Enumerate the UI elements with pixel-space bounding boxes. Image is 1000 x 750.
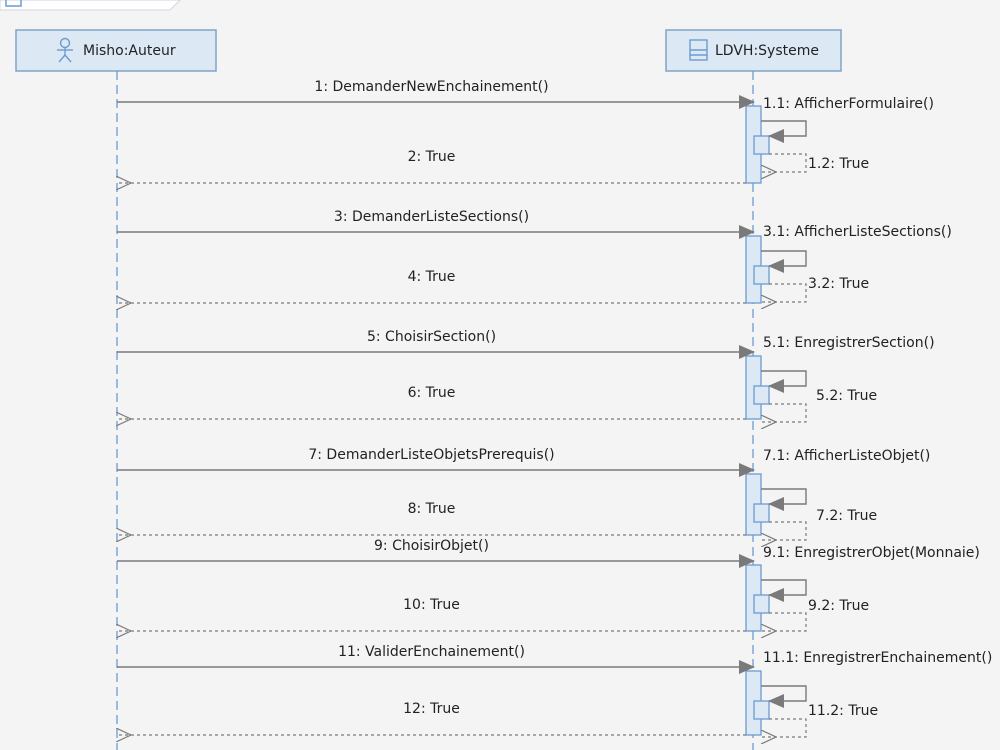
return-message-label: 8: True <box>408 501 456 517</box>
self-return-arrow[interactable] <box>762 403 807 422</box>
self-call-arrow[interactable] <box>761 120 807 143</box>
self-return-arrow[interactable] <box>762 521 807 540</box>
nested-activation-bar <box>753 594 770 614</box>
nested-activation-bar <box>753 503 770 523</box>
nested-activation-bar <box>753 385 770 405</box>
self-return-label: 5.2: True <box>816 388 877 404</box>
self-return-arrow[interactable] <box>762 612 807 631</box>
self-return-label: 9.2: True <box>808 598 869 614</box>
frame-tab <box>0 0 181 11</box>
return-message-label: 2: True <box>408 149 456 165</box>
lifeline-system[interactable]: LDVH:Systeme <box>665 29 842 72</box>
self-return-arrow[interactable] <box>762 283 807 302</box>
interaction-1: 1: DemanderNewEnchainement() 1.1: Affiche… <box>117 79 934 183</box>
self-call-label: 7.1: AfficherListeObjet() <box>763 448 930 464</box>
self-call-arrow[interactable] <box>761 579 807 602</box>
interaction-3: 5: ChoisirSection() 5.1: EnregistrerSecti… <box>117 329 935 422</box>
self-call-label: 9.1: EnregistrerObjet(Monnaie) <box>763 545 980 561</box>
interactions: 1: DemanderNewEnchainement() 1.1: Affiche… <box>117 79 992 737</box>
self-return-label: 1.2: True <box>808 156 869 172</box>
system-icon <box>689 39 708 61</box>
call-message-label: 5: ChoisirSection() <box>367 329 496 345</box>
self-call-arrow[interactable] <box>761 685 807 708</box>
interaction-6: 11: ValiderEnchainement() 11.1: Enregistr… <box>117 644 992 737</box>
interaction-4: 7: DemanderListeObjetsPrerequis() 7.1: Af… <box>117 447 930 540</box>
return-message-label: 12: True <box>403 701 460 717</box>
self-return-label: 3.2: True <box>808 276 869 292</box>
self-call-arrow[interactable] <box>761 250 807 273</box>
lifeline-actor-label: Misho:Auteur <box>83 43 176 59</box>
self-call-label: 5.1: EnregistrerSection() <box>763 335 935 351</box>
call-message-label: 3: DemanderListeSections() <box>334 209 529 225</box>
nested-activation-bar <box>753 265 770 285</box>
self-call-arrow[interactable] <box>761 488 807 511</box>
self-return-arrow[interactable] <box>762 718 807 737</box>
self-call-label: 3.1: AfficherListeSections() <box>763 224 952 240</box>
self-return-arrow[interactable] <box>762 153 807 172</box>
self-call-label: 1.1: AfficherFormulaire() <box>763 96 934 112</box>
lifeline-actor[interactable]: Misho:Auteur <box>15 29 217 72</box>
call-message-label: 9: ChoisirObjet() <box>374 538 489 554</box>
nested-activation-bar <box>753 700 770 720</box>
nested-activation-bar <box>753 135 770 155</box>
return-message-label: 10: True <box>403 597 460 613</box>
self-return-label: 11.2: True <box>808 703 878 719</box>
actor-icon <box>57 37 73 63</box>
self-return-label: 7.2: True <box>816 508 877 524</box>
interaction-5: 9: ChoisirObjet() 9.1: EnregistrerObjet(M… <box>117 538 980 631</box>
self-call-arrow[interactable] <box>761 370 807 393</box>
call-message-label: 11: ValiderEnchainement() <box>338 644 525 660</box>
call-message-label: 7: DemanderListeObjetsPrerequis() <box>308 447 554 463</box>
return-message-label: 4: True <box>408 269 456 285</box>
return-message-label: 6: True <box>408 385 456 401</box>
interaction-2: 3: DemanderListeSections() 3.1: AfficherL… <box>117 209 952 303</box>
call-message-label: 1: DemanderNewEnchainement() <box>314 79 548 95</box>
self-call-label: 11.1: EnregistrerEnchainement() <box>763 650 992 666</box>
lifeline-system-label: LDVH:Systeme <box>715 43 819 59</box>
